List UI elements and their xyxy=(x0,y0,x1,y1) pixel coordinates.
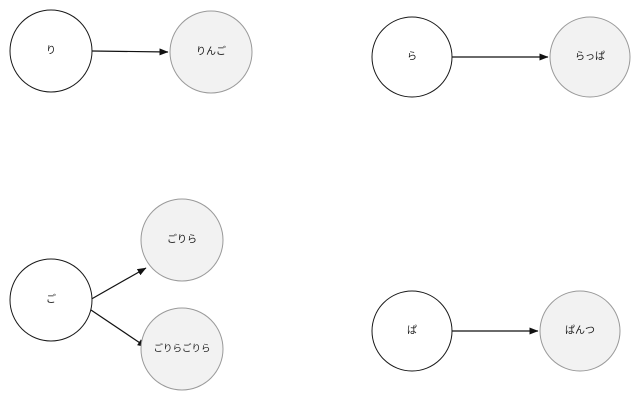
graph-group-pa: ぱ ぱんつ xyxy=(371,290,621,372)
node-gorira-label: ごりら xyxy=(167,233,197,246)
node-rappa-circle[interactable] xyxy=(549,16,631,98)
node-gorira-circle[interactable] xyxy=(140,198,224,282)
node-go-label: ご xyxy=(46,293,56,306)
graph-group-ra: ら らっぱ xyxy=(371,16,631,98)
node-ri[interactable]: り xyxy=(9,9,93,93)
node-ringo-label: りんご xyxy=(196,45,226,58)
node-rappa-label: らっぱ xyxy=(575,51,605,63)
node-ri-label: り xyxy=(46,45,56,57)
edge-go-to-goriragorira[interactable] xyxy=(87,307,147,348)
node-rappa[interactable]: らっぱ xyxy=(549,16,631,98)
node-pa-label: ぱ xyxy=(407,325,417,337)
node-pantsu[interactable]: ぱんつ xyxy=(539,290,621,372)
node-pa-circle[interactable] xyxy=(371,290,453,372)
node-ra[interactable]: ら xyxy=(371,16,453,98)
node-go-circle[interactable] xyxy=(9,258,93,342)
node-goriragorira-label: ごりらごりら xyxy=(153,343,210,355)
node-gorira[interactable]: ごりら xyxy=(140,198,224,282)
node-goriragorira[interactable]: ごりらごりら xyxy=(140,307,224,391)
node-ra-label: ら xyxy=(407,51,417,63)
node-pa[interactable]: ぱ xyxy=(371,290,453,372)
edge-go-to-gorira[interactable] xyxy=(87,267,147,302)
graph-group-go: ご ごりら ごりらごりら xyxy=(9,198,224,391)
node-ringo[interactable]: りんご xyxy=(169,10,253,94)
node-go[interactable]: ご xyxy=(9,258,93,342)
node-goriragorira-circle[interactable] xyxy=(140,307,224,391)
node-pantsu-circle[interactable] xyxy=(539,290,621,372)
edge-ri-to-ringo[interactable] xyxy=(91,48,169,56)
node-ri-circle[interactable] xyxy=(9,9,93,93)
node-ra-circle[interactable] xyxy=(371,16,453,98)
node-pantsu-label: ぱんつ xyxy=(565,325,595,337)
node-ringo-circle[interactable] xyxy=(169,10,253,94)
graph-group-ri: り りんご xyxy=(9,9,253,94)
